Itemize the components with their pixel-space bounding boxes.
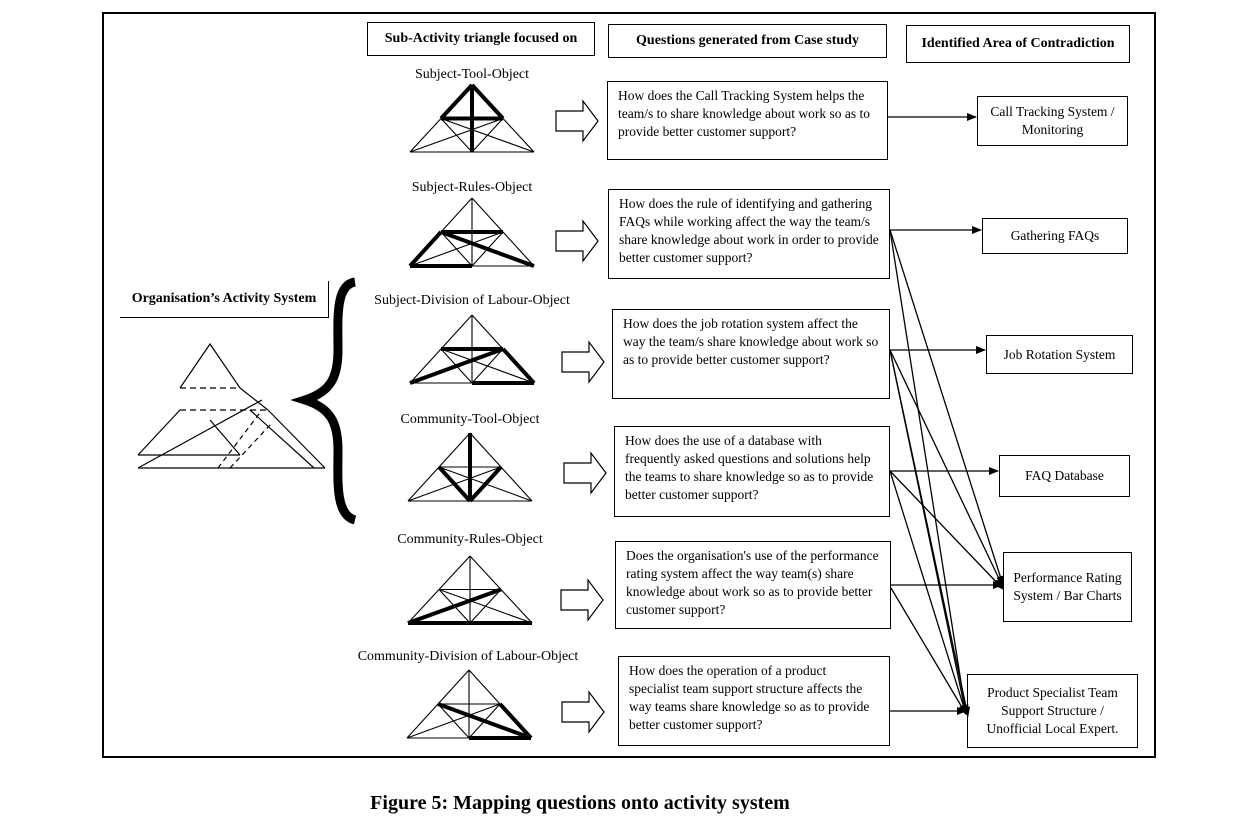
area-box-call-tracking: Call Tracking System / Monitoring bbox=[977, 96, 1128, 146]
triangle-edge bbox=[437, 669, 470, 705]
triangle-edge bbox=[438, 588, 533, 624]
triangle-edge bbox=[406, 703, 439, 739]
triangle-edge bbox=[440, 197, 473, 233]
triangle-label-2: Subject-Rules-Object bbox=[411, 180, 533, 195]
block-arrow-1 bbox=[555, 99, 599, 143]
triangle-edge bbox=[409, 348, 442, 384]
triangle-edge bbox=[438, 466, 533, 502]
sub-activity-triangle-3 bbox=[409, 314, 536, 385]
triangle-edge bbox=[469, 432, 502, 468]
question-box-6: How does the operation of a product spec… bbox=[618, 656, 890, 746]
triangle-label-1: Subject-Tool-Object bbox=[414, 67, 530, 82]
triangle-edge bbox=[409, 117, 504, 153]
header-contradiction: Identified Area of Contradiction bbox=[906, 25, 1130, 63]
connector-3-product-specialist-b bbox=[889, 349, 971, 717]
triangle-label-4: Community-Tool-Object bbox=[400, 412, 540, 427]
triangle-edge bbox=[468, 669, 501, 705]
triangle-label-5: Community-Rules-Object bbox=[397, 532, 543, 547]
connector-4-performance bbox=[889, 470, 1004, 590]
triangle-label-6: Community-Division of Labour-Object bbox=[357, 649, 579, 664]
triangle-edge bbox=[408, 230, 443, 268]
header-questions: Questions generated from Case study bbox=[608, 24, 887, 58]
connectors bbox=[888, 113, 1005, 717]
triangle-edge bbox=[440, 230, 535, 268]
triangle-edge bbox=[438, 432, 471, 468]
figure-frame bbox=[102, 12, 1156, 758]
area-box-faq-database: FAQ Database bbox=[999, 455, 1130, 497]
triangle-edge bbox=[439, 83, 474, 120]
area-box-product-specialist: Product Specialist Team Support Structur… bbox=[967, 674, 1138, 748]
triangle-edge bbox=[407, 466, 502, 502]
block-arrow-5 bbox=[560, 578, 604, 622]
triangle-edge bbox=[471, 197, 504, 233]
connector-3-performance bbox=[889, 349, 1004, 588]
org-activity-triangles bbox=[137, 342, 326, 469]
triangle-edge bbox=[440, 348, 535, 384]
sub-activity-triangle-2 bbox=[408, 197, 535, 268]
triangle-edge bbox=[440, 314, 473, 350]
triangle-edge bbox=[502, 231, 535, 267]
area-box-job-rotation: Job Rotation System bbox=[986, 335, 1133, 374]
header-sub-activity: Sub-Activity triangle focused on bbox=[367, 22, 595, 56]
question-box-3: How does the job rotation system affect … bbox=[612, 309, 890, 399]
block-arrow-2 bbox=[555, 219, 599, 263]
sub-activity-triangle-6 bbox=[406, 669, 533, 740]
triangle-edge bbox=[437, 702, 532, 740]
triangle-edge bbox=[409, 118, 442, 153]
sub-activity-triangle-1 bbox=[409, 83, 535, 153]
triangle-edge bbox=[471, 314, 504, 350]
block-arrow-3 bbox=[561, 340, 605, 384]
question-box-4: How does the use of a database with freq… bbox=[614, 426, 890, 517]
connector-2-product-specialist bbox=[889, 229, 969, 715]
triangle-edge bbox=[501, 347, 536, 385]
brace bbox=[290, 277, 357, 525]
triangle-label-3: Subject-Division of Labour-Object bbox=[374, 293, 570, 308]
area-box-performance-rating: Performance Rating System / Bar Charts bbox=[1003, 552, 1132, 622]
area-box-gathering-faqs: Gathering FAQs bbox=[982, 218, 1128, 254]
block-arrow-4 bbox=[563, 451, 607, 495]
triangle-edge bbox=[407, 589, 440, 624]
triangle-edge bbox=[498, 702, 533, 740]
triangle-edge bbox=[438, 555, 471, 590]
figure-caption: Figure 5: Mapping questions onto activit… bbox=[370, 792, 790, 814]
triangle-edge bbox=[409, 347, 504, 385]
block-arrows bbox=[555, 99, 607, 734]
triangle-edge bbox=[470, 83, 505, 120]
sub-activity-triangle-4 bbox=[407, 432, 533, 503]
triangle-edge bbox=[409, 231, 504, 267]
triangle-edge bbox=[469, 555, 502, 590]
block-arrow-6 bbox=[561, 690, 605, 734]
sub-activity-triangle-5 bbox=[407, 555, 533, 625]
question-box-5: Does the organisation's use of the perfo… bbox=[615, 541, 891, 629]
triangle-edge bbox=[500, 589, 533, 624]
triangle-edge bbox=[440, 117, 535, 153]
triangle-edge bbox=[406, 703, 501, 739]
question-box-2: How does the rule of identifying and gat… bbox=[608, 189, 890, 279]
connector-5-product-specialist bbox=[890, 587, 967, 715]
connector-4-product-specialist bbox=[889, 470, 968, 715]
triangle-edge bbox=[407, 587, 502, 625]
triangle-edge bbox=[502, 118, 535, 153]
question-box-1: How does the Call Tracking System helps … bbox=[607, 81, 888, 160]
connector-2-performance bbox=[889, 229, 1005, 586]
triangle-edge bbox=[407, 466, 440, 502]
triangle-edge bbox=[500, 466, 533, 502]
header-org-system: Organisation’s Activity System bbox=[120, 281, 329, 318]
